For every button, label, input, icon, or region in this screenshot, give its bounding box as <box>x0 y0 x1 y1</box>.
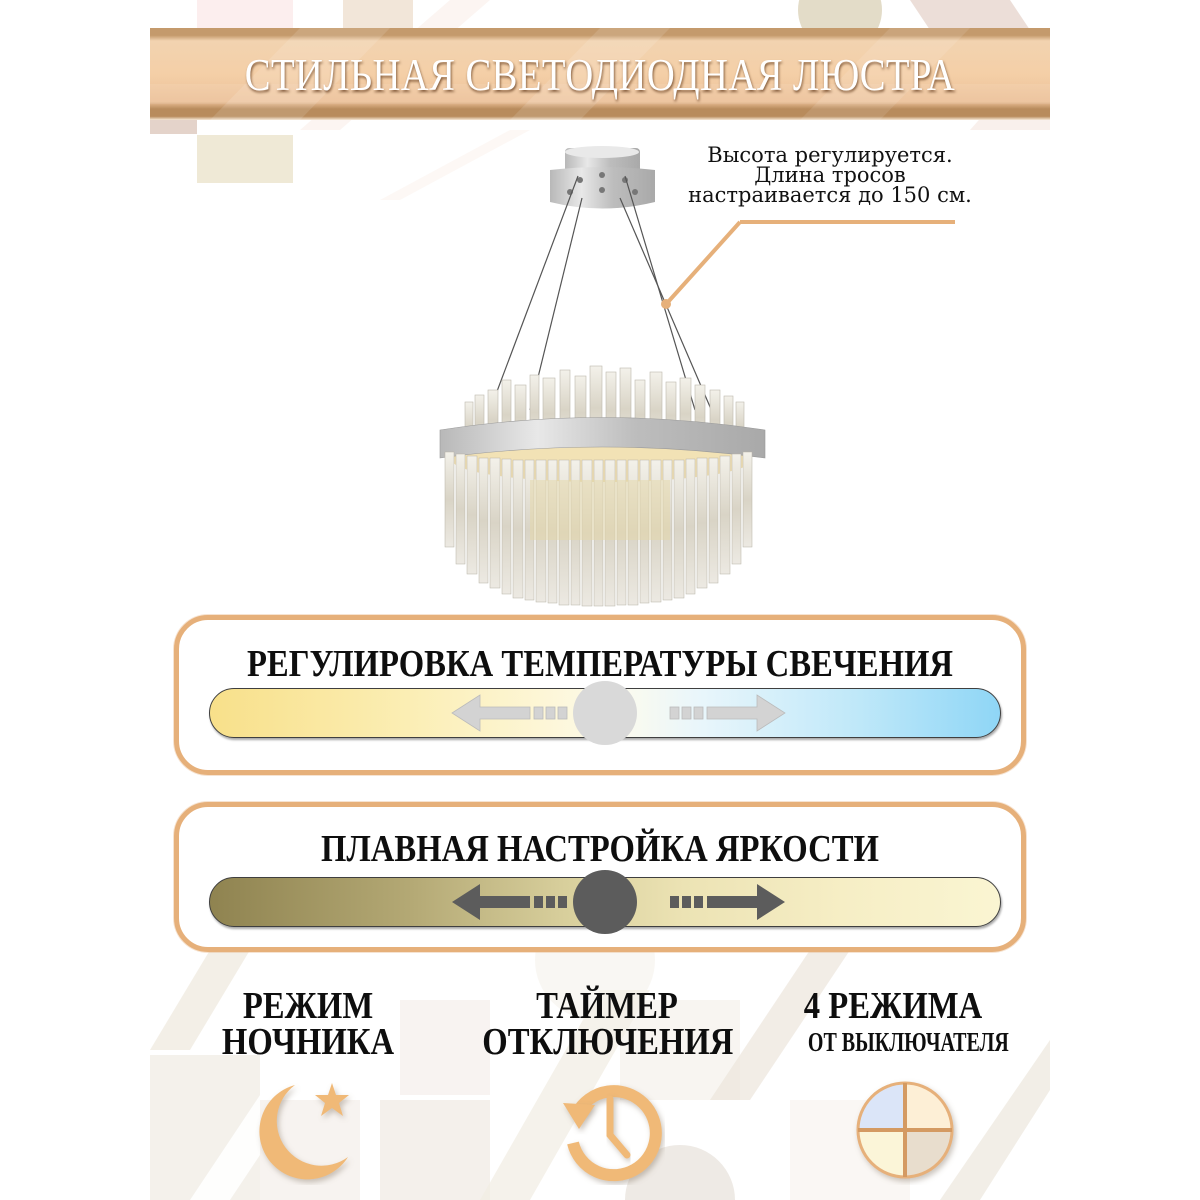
feature-label-line2: ОТ ВЫКЛЮЧАТЕЛЯ <box>807 1027 1009 1057</box>
timer-clock-icon <box>563 1085 662 1182</box>
feature-label-line2: НОЧНИКА <box>221 1021 395 1063</box>
product-card: СТИЛЬНАЯ СВЕТОДИОДНАЯ ЛЮСТРА <box>150 0 1050 1200</box>
arrow-left-icon <box>451 694 568 732</box>
title-banner: СТИЛЬНАЯ СВЕТОДИОДНАЯ ЛЮСТРА <box>150 28 1050 120</box>
feature-night-mode: РЕЖИМ НОЧНИКА <box>198 985 418 1063</box>
height-adjustment-note: Высота регулируется. Длина тросов настра… <box>670 143 990 207</box>
brightness-title: ПЛАВНАЯ НАСТРОЙКА ЯРКОСТИ <box>321 828 879 870</box>
arrow-right-icon <box>669 694 786 732</box>
note-line-3: настраивается до 150 см. <box>688 183 972 207</box>
brightness-panel: ПЛАВНАЯ НАСТРОЙКА ЯРКОСТИ <box>174 802 1026 952</box>
note-line-1: Высота регулируется. <box>707 143 953 167</box>
chandelier-image <box>439 146 766 607</box>
feature-shutdown-timer: ТАЙМЕР ОТКЛЮЧЕНИЯ <box>462 985 752 1063</box>
brightness-slider[interactable] <box>209 870 1001 934</box>
moon-star-icon <box>259 1083 349 1180</box>
feature-label-line2: ОТКЛЮЧЕНИЯ <box>482 1021 734 1063</box>
temperature-panel: РЕГУЛИРОВКА ТЕМПЕРАТУРЫ СВЕЧЕНИЯ <box>174 615 1026 775</box>
brightness-slider-thumb[interactable] <box>573 870 637 934</box>
feature-label-line1: ТАЙМЕР <box>536 985 678 1027</box>
temperature-title: РЕГУЛИРОВКА ТЕМПЕРАТУРЫ СВЕЧЕНИЯ <box>246 643 954 685</box>
note-line-2: Длина тросов <box>754 163 906 187</box>
feature-label-line1: 4 РЕЖИМА <box>803 985 983 1027</box>
annotation-pointer <box>661 220 955 309</box>
arrow-left-icon <box>452 884 567 920</box>
feature-four-modes: 4 РЕЖИМА ОТ ВЫКЛЮЧАТЕЛЯ <box>778 985 1009 1060</box>
temperature-slider[interactable] <box>209 681 1001 745</box>
four-modes-icon <box>856 1081 954 1179</box>
arrow-right-icon <box>670 884 785 920</box>
temperature-slider-thumb[interactable] <box>573 681 637 745</box>
page-title: СТИЛЬНАЯ СВЕТОДИОДНАЯ ЛЮСТРА <box>244 48 956 100</box>
banner-texture <box>150 28 1050 120</box>
feature-label-line1: РЕЖИМ <box>242 985 374 1027</box>
